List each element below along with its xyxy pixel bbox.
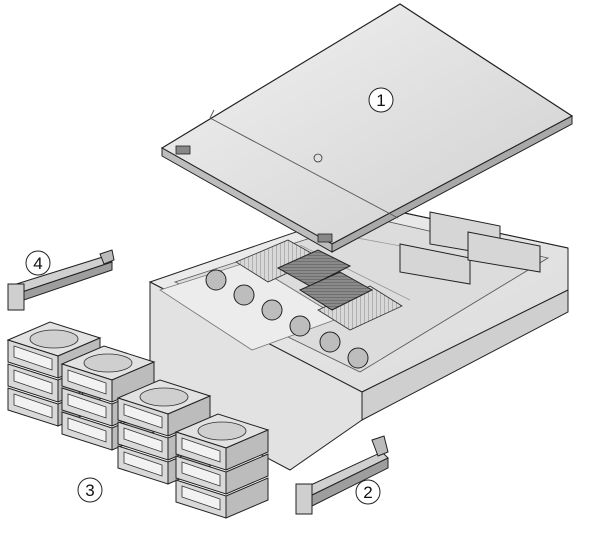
callout-2: 2 xyxy=(355,479,381,505)
callout-4: 4 xyxy=(25,250,51,276)
callout-2-label: 2 xyxy=(363,483,372,502)
callout-1: 1 xyxy=(368,87,394,113)
callout-3-circle xyxy=(77,477,103,503)
fan-1 xyxy=(205,269,227,291)
callout-3: 3 xyxy=(77,477,103,503)
hard-drive xyxy=(174,413,270,471)
heatsink-2 xyxy=(298,271,374,311)
heatsink-1 xyxy=(276,249,352,287)
fan-5 xyxy=(319,331,341,353)
callout-1-label: 1 xyxy=(376,91,385,110)
fan-4 xyxy=(289,315,311,337)
fan-6 xyxy=(347,347,369,369)
callout-2-circle xyxy=(355,479,381,505)
fan-2 xyxy=(233,284,255,306)
cover-latch xyxy=(175,145,191,155)
callout-3-label: 3 xyxy=(85,481,94,500)
callout-4-label: 4 xyxy=(33,254,42,273)
hard-drive xyxy=(116,379,212,437)
drive-array xyxy=(6,321,270,519)
hard-drive xyxy=(175,453,269,495)
callout-1-circle xyxy=(368,87,394,113)
fan-3 xyxy=(261,299,283,321)
right-bracket xyxy=(295,435,389,515)
top-cover-panel xyxy=(160,3,574,245)
hard-drive xyxy=(175,477,269,519)
left-bracket xyxy=(7,249,115,311)
cpu-heatsinks xyxy=(276,249,374,311)
callout-4-circle xyxy=(25,250,51,276)
fan-row xyxy=(205,269,369,369)
hard-drive xyxy=(60,345,156,403)
riser-assembly xyxy=(399,211,541,285)
top-cover xyxy=(160,3,574,253)
